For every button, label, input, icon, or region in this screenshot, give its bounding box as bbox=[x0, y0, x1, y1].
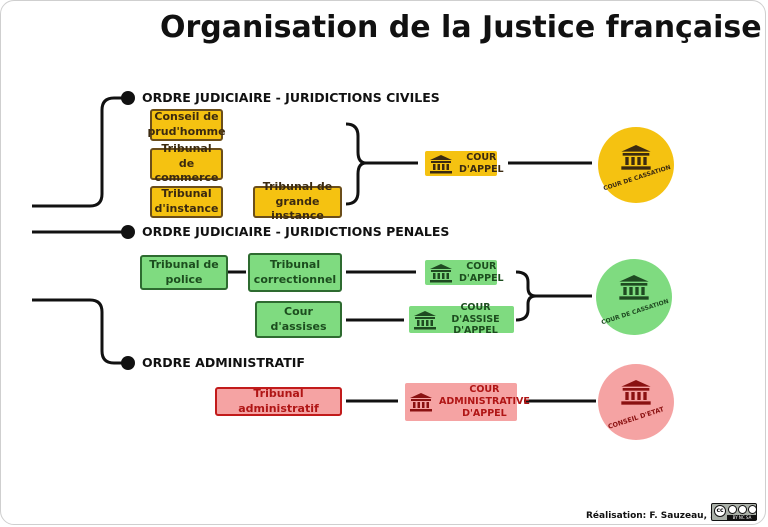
cc-by-icon bbox=[728, 505, 737, 514]
cc-license-icon: cc BY NC SA bbox=[711, 503, 757, 521]
court-administrative-appel: COUR ADMINISTRATIVE D'APPEL bbox=[405, 383, 530, 421]
heading-penal: ORDRE JUDICIAIRE - JURIDICTIONS PENALES bbox=[142, 224, 450, 239]
credit-text: Réalisation: F. Sauzeau, 2019 bbox=[586, 511, 736, 521]
courthouse-icon bbox=[619, 275, 649, 300]
court-label: COUR D'ASSISE D'APPEL bbox=[451, 301, 500, 337]
box-tribunal-police: Tribunal de police bbox=[140, 255, 228, 290]
courthouse-icon bbox=[621, 145, 651, 170]
box-tribunal-commerce: Tribunal de commerce bbox=[150, 142, 223, 184]
node-penal bbox=[121, 225, 135, 239]
box-tribunal-correctionnel: Tribunal correctionnel bbox=[248, 253, 342, 292]
cour-cassation-penal: COUR DE CASSATION bbox=[596, 259, 672, 335]
courthouse-icon bbox=[430, 154, 452, 173]
bracket-penal bbox=[515, 270, 537, 322]
court-assise-appel: COUR D'ASSISE D'APPEL bbox=[409, 302, 514, 336]
courthouse-icon bbox=[410, 393, 432, 412]
court-label: COUR D'APPEL bbox=[459, 260, 504, 284]
conseil-etat: CONSEIL D'ETAT bbox=[598, 364, 674, 440]
node-civil bbox=[121, 91, 135, 105]
cour-cassation-civil: COUR DE CASSATION bbox=[598, 127, 674, 203]
box-tribunal-instance: Tribunal d'instance bbox=[150, 186, 223, 218]
courthouse-icon bbox=[414, 310, 436, 329]
box-tribunal-grande-instance: Tribunal de grande instance bbox=[253, 180, 342, 222]
box-conseil-prudhomme: Conseil de prud'homme bbox=[147, 109, 226, 141]
court-label: COUR ADMINISTRATIVE D'APPEL bbox=[439, 384, 530, 419]
page-title: Organisation de la Justice française bbox=[160, 10, 762, 45]
cc-logo: cc bbox=[714, 505, 726, 517]
courthouse-icon bbox=[430, 263, 452, 282]
heading-civil: ORDRE JUDICIAIRE - JURIDICTIONS CIVILES bbox=[142, 90, 440, 105]
court-appel-penal: COUR D'APPEL bbox=[425, 260, 504, 285]
cassation-label: COUR DE CASSATION bbox=[600, 297, 670, 327]
court-appel-civil: COUR D'APPEL bbox=[425, 151, 504, 176]
conseil-label: CONSEIL D'ETAT bbox=[606, 405, 666, 431]
connector-admin bbox=[32, 298, 126, 365]
bracket-civil bbox=[345, 122, 367, 206]
courthouse-icon bbox=[621, 380, 651, 405]
box-cour-assises: Cour d'assises bbox=[255, 301, 342, 338]
box-tribunal-administratif: Tribunal administratif bbox=[215, 387, 342, 416]
node-admin bbox=[121, 356, 135, 370]
connector-civil bbox=[32, 96, 126, 208]
cc-nc-icon bbox=[738, 505, 747, 514]
heading-admin: ORDRE ADMINISTRATIF bbox=[142, 355, 305, 370]
court-label: COUR D'APPEL bbox=[459, 151, 504, 175]
cc-license-text: BY NC SA bbox=[727, 515, 757, 520]
cc-sa-icon bbox=[748, 505, 757, 514]
